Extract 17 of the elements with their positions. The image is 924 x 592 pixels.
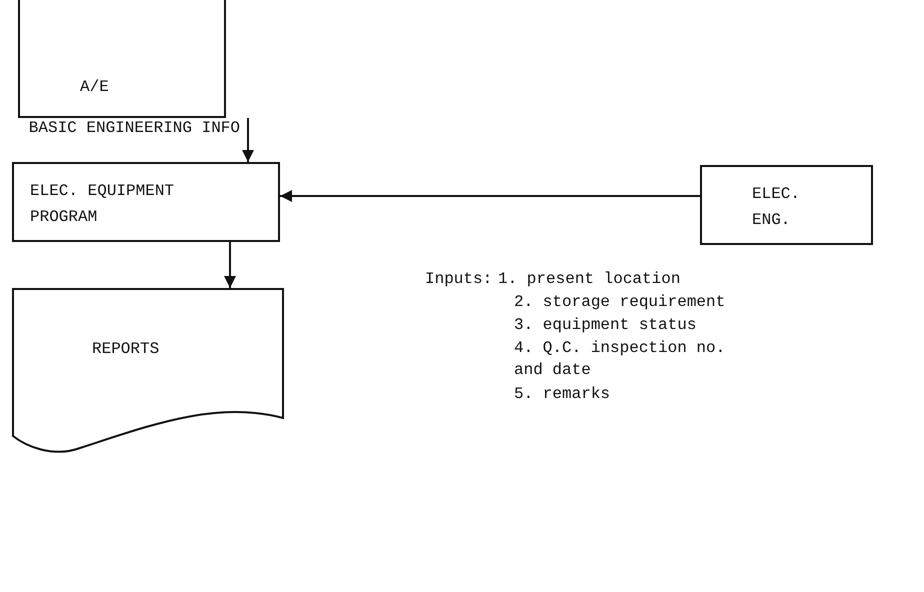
arrow <box>280 190 700 202</box>
arrow <box>242 118 254 162</box>
note-text: 4. Q.C. inspection no. and date <box>514 338 726 381</box>
process-box <box>18 0 226 118</box>
note-text: 3. equipment status <box>514 315 696 336</box>
note-text: 1. present location <box>498 269 680 290</box>
arrow <box>224 242 236 288</box>
node-label: ELEC. EQUIPMENT PROGRAM <box>30 181 176 228</box>
note-text: Inputs: <box>425 269 492 290</box>
node-label: REPORTS <box>92 339 160 360</box>
process-box <box>700 165 873 245</box>
node-label: ELEC. ENG. <box>752 184 802 231</box>
process-box <box>12 162 280 242</box>
node-label: A/E <box>80 77 110 98</box>
note-text: 2. storage requirement <box>514 292 726 313</box>
note-text: 5. remarks <box>514 384 610 405</box>
document-shape <box>12 288 284 456</box>
